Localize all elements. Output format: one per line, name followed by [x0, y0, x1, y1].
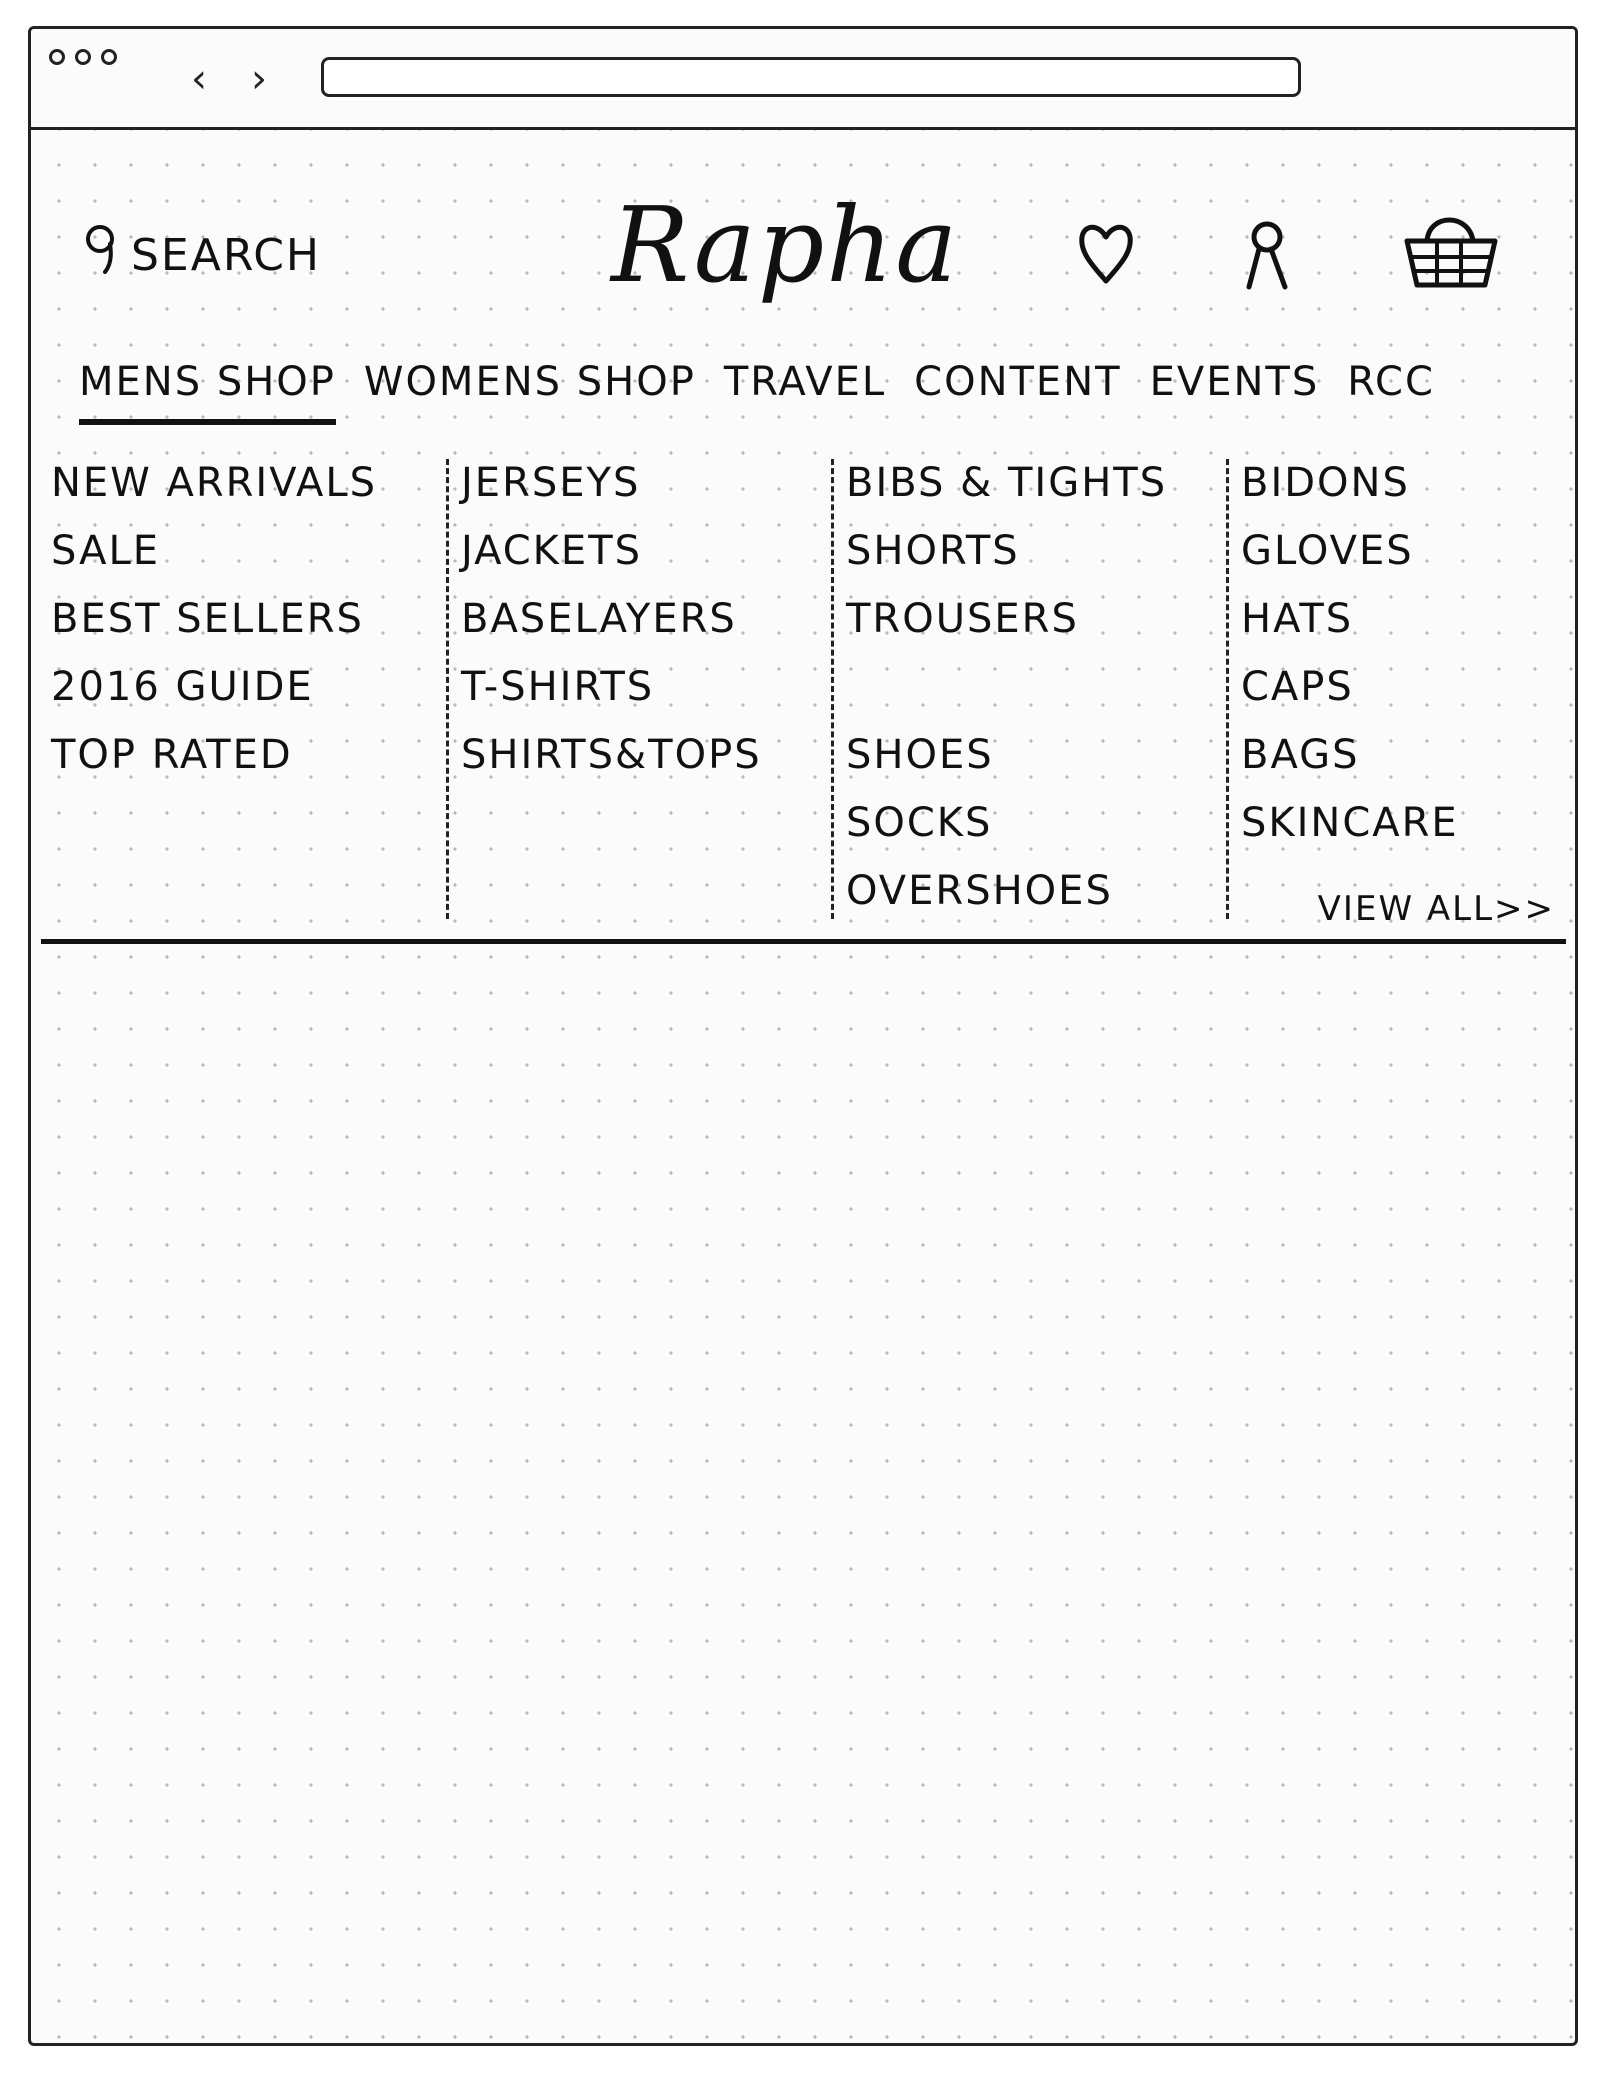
- menu-item-skincare[interactable]: SKINCARE: [1241, 800, 1459, 846]
- menu-column-tops: JERSEYS JACKETS BASELAYERS T-SHIRTS SHIR…: [461, 449, 762, 789]
- search-button[interactable]: SEARCH: [83, 224, 321, 287]
- logo[interactable]: Rapha: [611, 184, 960, 306]
- column-divider: [1226, 459, 1232, 919]
- menu-item-bags[interactable]: BAGS: [1241, 732, 1360, 778]
- view-all-link[interactable]: VIEW ALL>>: [1317, 889, 1555, 929]
- menu-column-accessories: BIDONS GLOVES HATS CAPS BAGS SKINCARE: [1241, 449, 1459, 857]
- menu-item-socks[interactable]: SOCKS: [846, 800, 993, 846]
- menu-item-t-shirts[interactable]: T-SHIRTS: [461, 664, 655, 710]
- mega-menu-bottom-rule: [41, 939, 1566, 944]
- user-icon[interactable]: [1243, 219, 1291, 296]
- menu-item-caps[interactable]: CAPS: [1241, 664, 1354, 710]
- menu-column-bottoms: BIBS & TIGHTS SHORTS TROUSERS SHOES SOCK…: [846, 449, 1167, 925]
- window-zoom-dot[interactable]: [101, 49, 117, 65]
- menu-item-best-sellers[interactable]: BEST SELLERS: [51, 596, 364, 642]
- menu-item-2016-guide[interactable]: 2016 GUIDE: [51, 664, 314, 710]
- column-divider: [446, 459, 452, 919]
- menu-item-shoes[interactable]: SHOES: [846, 732, 994, 778]
- menu-item-gloves[interactable]: GLOVES: [1241, 528, 1414, 574]
- menu-column-featured: NEW ARRIVALS SALE BEST SELLERS 2016 GUID…: [51, 449, 377, 789]
- search-icon: [83, 224, 119, 287]
- menu-item-sale[interactable]: SALE: [51, 528, 161, 574]
- chevron-left-icon[interactable]: ‹: [191, 56, 207, 102]
- browser-chrome: ‹ ›: [31, 29, 1575, 130]
- mega-menu: NEW ARRIVALS SALE BEST SELLERS 2016 GUID…: [31, 449, 1575, 939]
- basket-icon[interactable]: [1403, 207, 1499, 296]
- menu-item-bidons[interactable]: BIDONS: [1241, 460, 1410, 506]
- window-close-dot[interactable]: [49, 49, 65, 65]
- tab-mens-shop[interactable]: MENS SHOP: [79, 359, 336, 425]
- window-minimize-dot[interactable]: [75, 49, 91, 65]
- menu-item-overshoes[interactable]: OVERSHOES: [846, 868, 1113, 914]
- menu-item-empty: [846, 653, 1167, 721]
- menu-item-new-arrivals[interactable]: NEW ARRIVALS: [51, 460, 378, 506]
- chevron-right-icon[interactable]: ›: [251, 56, 267, 102]
- tab-travel[interactable]: TRAVEL: [723, 359, 887, 405]
- page-content-area: [31, 949, 1575, 2039]
- menu-item-jerseys[interactable]: JERSEYS: [461, 460, 641, 506]
- tab-womens-shop[interactable]: WOMENS SHOP: [363, 359, 696, 405]
- main-nav: MENS SHOP WOMENS SHOP TRAVEL CONTENT EVE…: [79, 359, 1435, 425]
- menu-item-trousers[interactable]: TROUSERS: [846, 596, 1079, 642]
- site-header: SEARCH Rapha: [31, 129, 1575, 329]
- menu-item-hats[interactable]: HATS: [1241, 596, 1354, 642]
- heart-icon[interactable]: [1076, 219, 1136, 290]
- search-label: SEARCH: [131, 230, 322, 281]
- menu-item-bibs-tights[interactable]: BIBS & TIGHTS: [846, 460, 1168, 506]
- tab-events[interactable]: EVENTS: [1149, 359, 1320, 405]
- browser-window: ‹ › SEARCH Rapha: [28, 26, 1578, 2046]
- tab-content[interactable]: CONTENT: [914, 359, 1122, 405]
- address-bar[interactable]: [321, 57, 1301, 97]
- menu-item-baselayers[interactable]: BASELAYERS: [461, 596, 737, 642]
- menu-item-jackets[interactable]: JACKETS: [461, 528, 643, 574]
- column-divider: [831, 459, 837, 919]
- tab-rcc[interactable]: RCC: [1347, 359, 1435, 405]
- menu-item-top-rated[interactable]: TOP RATED: [51, 732, 293, 778]
- menu-item-shirts-tops[interactable]: SHIRTS&TOPS: [461, 732, 762, 778]
- menu-item-shorts[interactable]: SHORTS: [846, 528, 1020, 574]
